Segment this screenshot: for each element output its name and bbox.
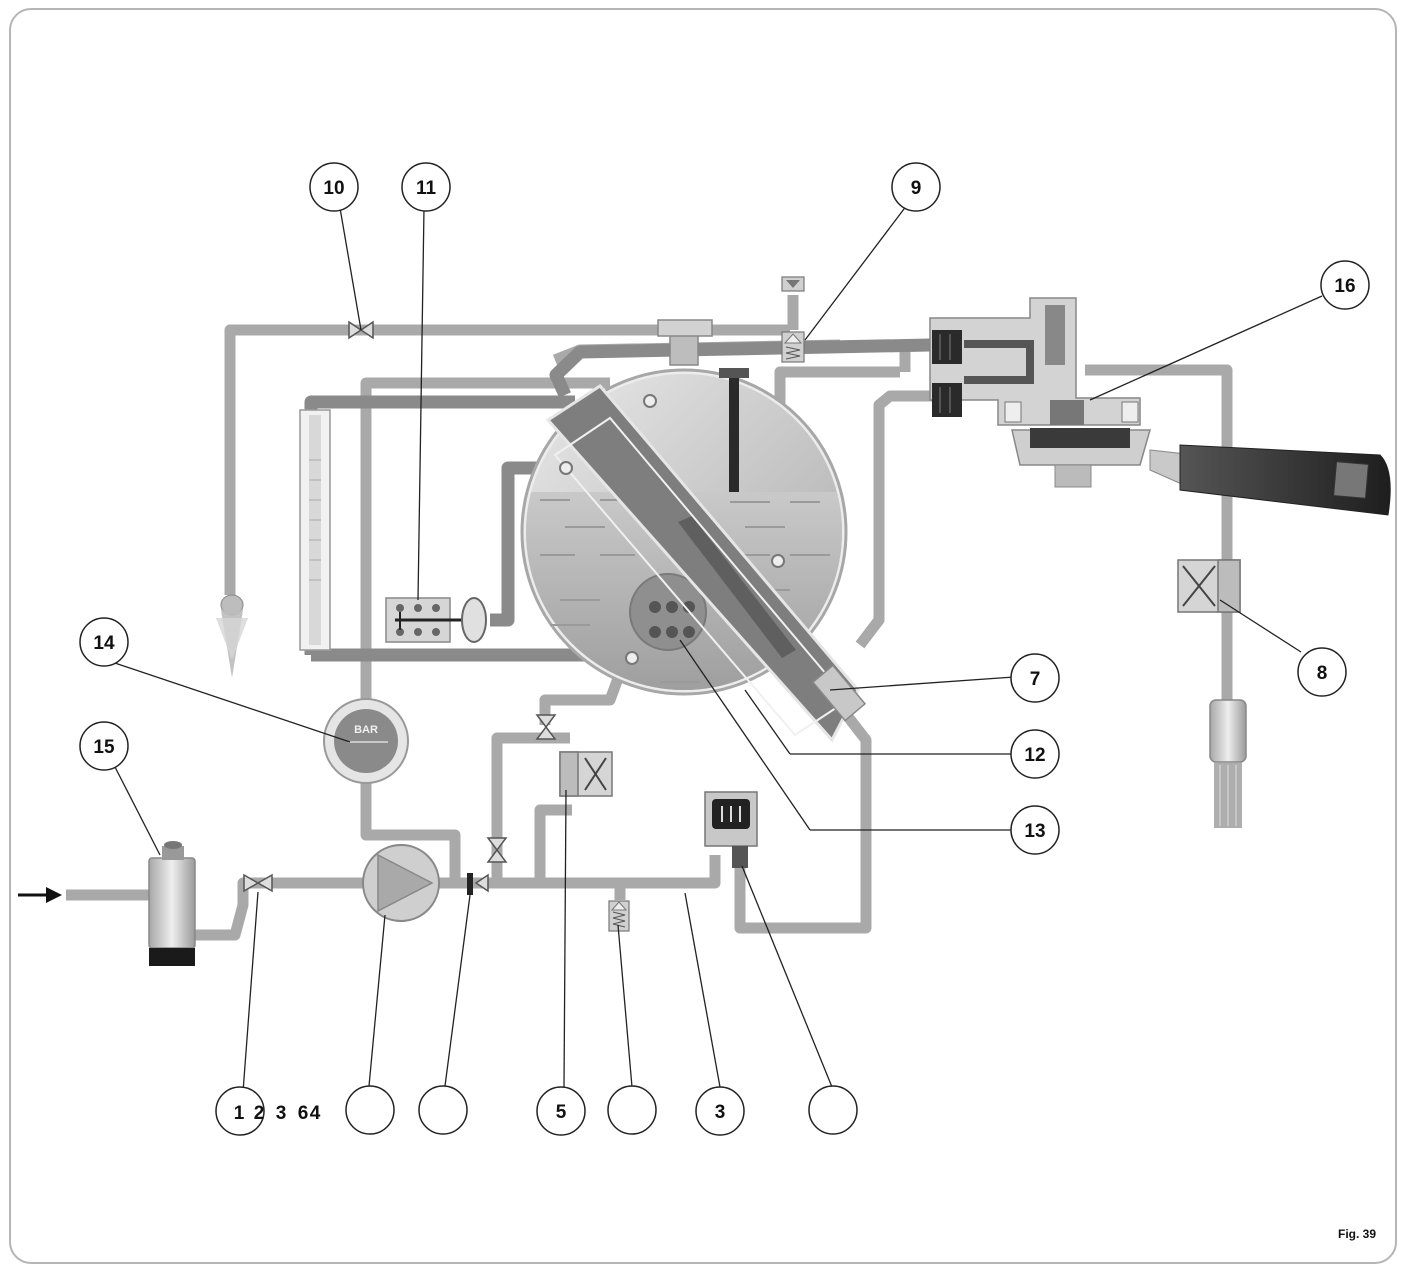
level-control bbox=[385, 597, 487, 643]
steam-outlet bbox=[1209, 699, 1247, 828]
pump bbox=[362, 844, 440, 922]
boiler-probe bbox=[729, 372, 739, 492]
callout-5-label: 5 bbox=[556, 1102, 567, 1123]
callout-10-label: 10 bbox=[323, 178, 344, 199]
pressure-gauge: BAR bbox=[323, 698, 409, 784]
figure-label: Fig. 39 bbox=[1337, 1227, 1376, 1241]
callout-14-label: 14 bbox=[93, 633, 115, 654]
bypass-valve bbox=[486, 714, 557, 863]
callout-15-label: 15 bbox=[93, 737, 115, 758]
boiler-fill-pipe bbox=[539, 663, 629, 725]
level-sensor-pipe bbox=[734, 696, 872, 934]
group-right-pipe bbox=[1085, 364, 1233, 560]
callouts: 10 11 9 16 8 7 12 13 bbox=[79, 162, 1370, 1136]
gauge-top-pipe bbox=[360, 377, 610, 720]
gauge-unit: BAR bbox=[354, 724, 378, 736]
safety-valve-9 bbox=[781, 331, 805, 363]
callout-3: 3 bbox=[695, 1086, 745, 1136]
check-valve bbox=[467, 873, 489, 895]
callout-13-label: 13 bbox=[1024, 821, 1045, 842]
callout-16: 16 bbox=[1320, 260, 1370, 310]
callout-6-label: 6 bbox=[298, 1103, 309, 1124]
callout-11: 11 bbox=[401, 162, 451, 212]
inlet-arrow-icon bbox=[18, 887, 62, 903]
callout-11-label: 11 bbox=[416, 178, 437, 199]
expansion-valve bbox=[608, 900, 630, 932]
sight-glass bbox=[299, 409, 331, 651]
pump-outlet-pipe bbox=[432, 855, 721, 889]
callout-14: 14 bbox=[79, 617, 129, 667]
upper-pipe bbox=[224, 324, 790, 595]
water-filter bbox=[148, 841, 196, 966]
callout-bottom-4 bbox=[808, 1085, 858, 1135]
pressure-switch bbox=[704, 791, 758, 868]
callout-9-label: 9 bbox=[911, 178, 922, 199]
callout-bottom-3 bbox=[418, 1085, 468, 1135]
gauge-pipe bbox=[360, 782, 461, 883]
steam-to-group-pipe bbox=[549, 338, 931, 398]
callout-12-label: 12 bbox=[1024, 745, 1045, 766]
callout-16-label: 16 bbox=[1334, 276, 1355, 297]
heating-element-holes bbox=[649, 601, 695, 638]
callout-8: 8 bbox=[1297, 647, 1347, 697]
hot-water-nozzle bbox=[216, 594, 248, 678]
callout-5: 5 bbox=[536, 1086, 586, 1136]
valve-8 bbox=[1177, 559, 1241, 613]
callout-bottom-6 bbox=[607, 1085, 657, 1135]
valve-10 bbox=[348, 320, 374, 340]
callout-9: 9 bbox=[891, 162, 941, 212]
callout-13: 13 bbox=[1010, 805, 1060, 855]
group-return-pipe bbox=[855, 390, 945, 649]
solenoid-valve bbox=[559, 751, 613, 797]
callout-7: 7 bbox=[1010, 653, 1060, 703]
leader-lines bbox=[99, 204, 1323, 1093]
group-head bbox=[929, 297, 1391, 516]
figure-frame bbox=[9, 8, 1397, 1264]
callout-4-label: 4 bbox=[310, 1103, 321, 1124]
callout-1-label: 1 bbox=[234, 1103, 245, 1124]
boiler bbox=[520, 319, 867, 743]
callout-2-label: 2 bbox=[254, 1103, 265, 1124]
callout-7-label: 7 bbox=[1030, 669, 1041, 690]
inlet-valve bbox=[243, 873, 273, 893]
callout-10: 10 bbox=[309, 162, 359, 212]
callout-3a-label: 3 bbox=[276, 1103, 287, 1124]
heat-exchanger bbox=[545, 384, 860, 743]
callout-bottom-2 bbox=[345, 1085, 395, 1135]
callout-bottom-1 bbox=[215, 1086, 265, 1136]
callout-15: 15 bbox=[79, 721, 129, 771]
vent-cap bbox=[781, 276, 805, 292]
branch-to-valve5 bbox=[534, 804, 572, 883]
callout-3b-label: 3 bbox=[715, 1102, 726, 1123]
callout-8-label: 8 bbox=[1317, 663, 1328, 684]
callout-12: 12 bbox=[1010, 729, 1060, 779]
